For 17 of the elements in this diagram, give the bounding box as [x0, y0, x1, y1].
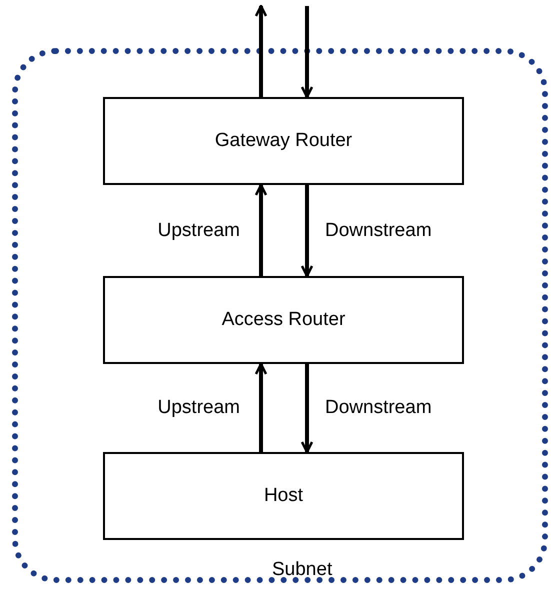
- arrow: [254, 184, 268, 276]
- process-box: [103, 452, 464, 540]
- box-label: Access Router: [222, 308, 346, 332]
- edge-label: Upstream: [158, 220, 240, 240]
- arrow: [254, 362, 268, 452]
- process-box: [103, 276, 464, 364]
- subnet-region: [12, 48, 548, 583]
- arrow: [300, 185, 314, 278]
- box-label: Gateway Router: [214, 128, 352, 153]
- edge-label: Downstream: [325, 220, 432, 240]
- arrow: [254, 4, 268, 97]
- box-label: Host: [264, 484, 304, 508]
- edge-label: Upstream: [158, 398, 240, 417]
- arrow: [300, 364, 314, 454]
- arrow: [300, 6, 314, 98]
- region-label: Subnet: [272, 560, 332, 579]
- process-box: [103, 97, 464, 185]
